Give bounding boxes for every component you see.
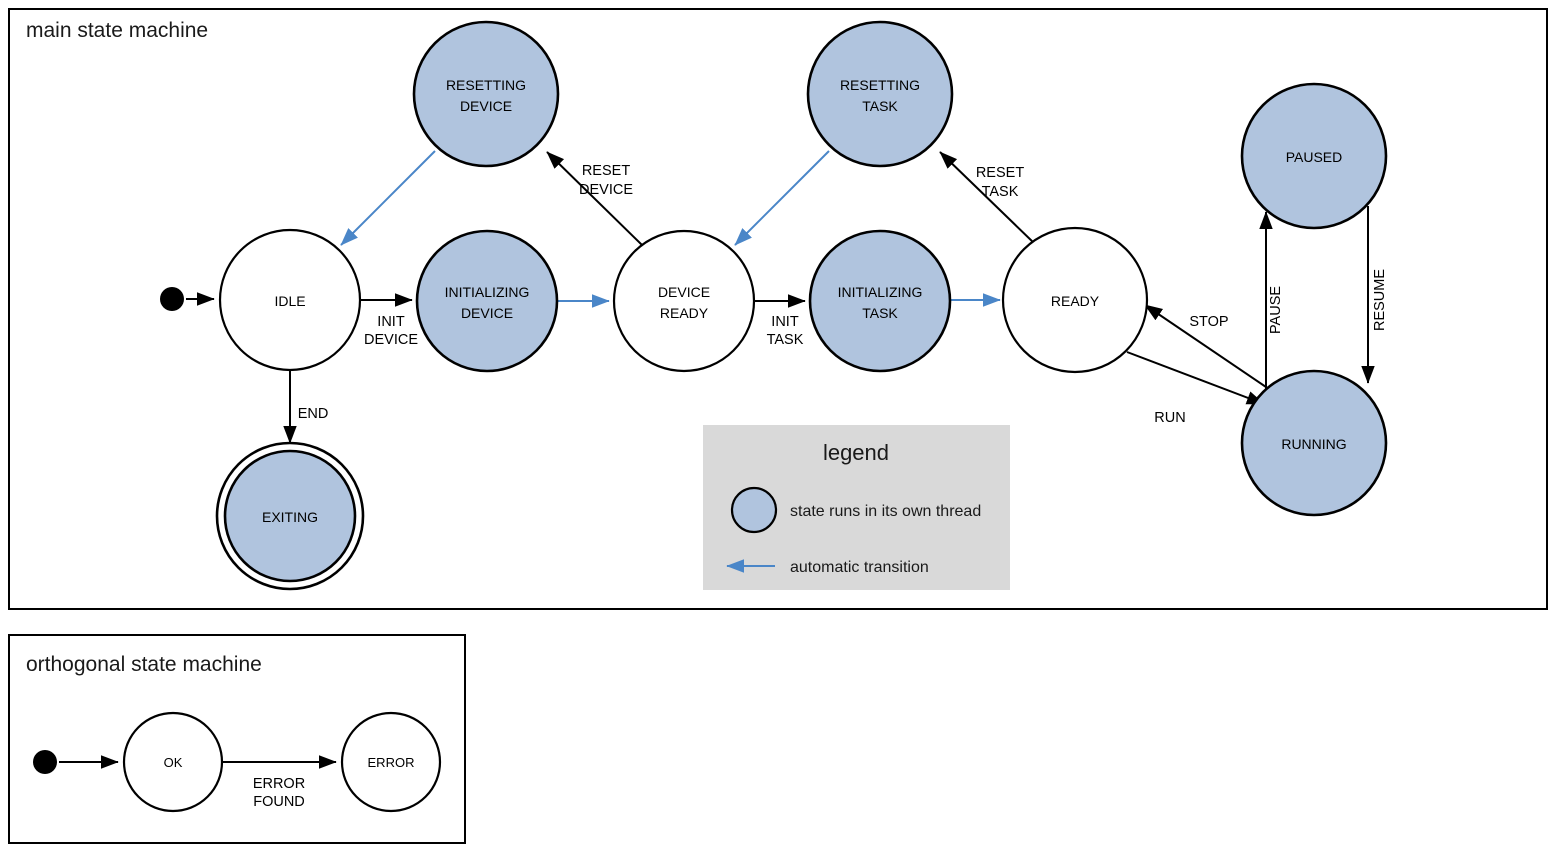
transition-device-ready-to-initializing-task: INIT TASK bbox=[754, 294, 806, 348]
state-paused-shape[interactable] bbox=[1240, 82, 1388, 230]
orthogonal-state-machine-title: orthogonal state machine bbox=[26, 653, 262, 676]
state-initializing-task[interactable]: INITIALIZING TASK bbox=[808, 229, 952, 373]
state-error[interactable]: ERROR bbox=[340, 711, 442, 813]
state-resetting-device-label-2: DEVICE bbox=[460, 98, 512, 114]
state-device-ready-label-1: DEVICE bbox=[658, 284, 710, 300]
legend-title: legend bbox=[823, 440, 889, 465]
state-resetting-device[interactable]: RESETTING DEVICE bbox=[412, 20, 560, 168]
main-state-machine-title: main state machine bbox=[26, 19, 208, 42]
transition-label-reset-device-1: RESET bbox=[582, 163, 630, 179]
transition-idle-to-exiting: END bbox=[283, 371, 329, 444]
state-exiting[interactable]: EXITING bbox=[215, 441, 365, 591]
state-ready-label: READY bbox=[1051, 293, 1100, 309]
transition-label-pause: PAUSE bbox=[1268, 286, 1284, 334]
state-initializing-device-label-2: DEVICE bbox=[461, 305, 513, 321]
transition-label-resume: RESUME bbox=[1372, 269, 1388, 331]
transition-label-reset-device-2: DEVICE bbox=[579, 182, 633, 198]
state-ok-label: OK bbox=[164, 755, 183, 770]
state-resetting-task-label-1: RESETTING bbox=[840, 77, 920, 93]
state-running-shape[interactable] bbox=[1240, 369, 1388, 517]
transition-label-run: RUN bbox=[1154, 410, 1185, 426]
legend-automatic-transition-text: automatic transition bbox=[790, 559, 929, 576]
initial-state-marker-main bbox=[160, 287, 184, 311]
state-initializing-device-label-1: INITIALIZING bbox=[445, 284, 530, 300]
transition-label-error-found-1: ERROR bbox=[253, 776, 305, 792]
transition-label-error-found-2: FOUND bbox=[253, 794, 305, 810]
legend: legend state runs in its own thread auto… bbox=[703, 425, 1010, 590]
state-exiting-label: EXITING bbox=[262, 509, 318, 525]
state-device-ready-shape[interactable] bbox=[612, 229, 756, 373]
state-idle[interactable]: IDLE bbox=[218, 228, 362, 372]
state-idle-shape[interactable] bbox=[218, 228, 362, 372]
transition-ok-to-error: ERROR FOUND bbox=[222, 755, 337, 810]
state-resetting-task-shape[interactable] bbox=[806, 20, 954, 168]
transition-label-end: END bbox=[298, 406, 329, 422]
state-ok[interactable]: OK bbox=[122, 711, 224, 813]
state-ready[interactable]: READY bbox=[1001, 226, 1149, 374]
state-initializing-task-label-2: TASK bbox=[862, 305, 898, 321]
state-initializing-device[interactable]: INITIALIZING DEVICE bbox=[415, 229, 559, 373]
transition-resetting-task-to-device-ready bbox=[734, 150, 830, 246]
transition-label-reset-task-2: TASK bbox=[982, 184, 1019, 200]
state-resetting-task[interactable]: RESETTING TASK bbox=[806, 20, 954, 168]
legend-thread-state-swatch-icon bbox=[730, 486, 778, 534]
state-resetting-task-label-2: TASK bbox=[862, 98, 898, 114]
state-paused[interactable]: PAUSED bbox=[1240, 82, 1388, 230]
state-running-label: RUNNING bbox=[1281, 436, 1346, 452]
state-initializing-device-shape[interactable] bbox=[415, 229, 559, 373]
transition-paused-to-running: RESUME bbox=[1361, 206, 1388, 384]
transition-ready-to-running: RUN bbox=[1126, 351, 1265, 426]
transition-label-reset-task-1: RESET bbox=[976, 165, 1024, 181]
state-initializing-task-label-1: INITIALIZING bbox=[838, 284, 923, 300]
state-initializing-task-shape[interactable] bbox=[808, 229, 952, 373]
initial-state-marker-orthogonal bbox=[33, 750, 57, 774]
legend-thread-state-text: state runs in its own thread bbox=[790, 503, 981, 520]
transition-label-init-device-2: DEVICE bbox=[364, 332, 418, 348]
state-running[interactable]: RUNNING bbox=[1240, 369, 1388, 517]
state-resetting-device-label-1: RESETTING bbox=[446, 77, 526, 93]
transition-idle-to-initializing-device: INIT DEVICE bbox=[360, 293, 418, 348]
state-ready-shape[interactable] bbox=[1001, 226, 1149, 374]
transition-label-stop: STOP bbox=[1189, 314, 1228, 330]
state-device-ready-label-2: READY bbox=[660, 305, 709, 321]
transition-label-init-task-2: TASK bbox=[767, 332, 804, 348]
main-state-machine-frame bbox=[8, 8, 1548, 610]
state-idle-label: IDLE bbox=[274, 293, 305, 309]
state-error-shape[interactable] bbox=[340, 711, 442, 813]
transition-resetting-device-to-idle bbox=[340, 150, 436, 246]
state-resetting-device-shape[interactable] bbox=[412, 20, 560, 168]
state-error-label: ERROR bbox=[368, 755, 415, 770]
transition-running-to-ready: STOP bbox=[1144, 304, 1267, 388]
transition-label-init-device-1: INIT bbox=[377, 314, 405, 330]
orthogonal-state-machine-frame bbox=[8, 634, 466, 844]
state-device-ready[interactable]: DEVICE READY bbox=[612, 229, 756, 373]
transition-label-init-task-1: INIT bbox=[771, 314, 799, 330]
state-exiting-shape[interactable] bbox=[223, 449, 357, 583]
state-ok-shape[interactable] bbox=[122, 711, 224, 813]
state-paused-label: PAUSED bbox=[1286, 149, 1343, 165]
transition-running-to-paused: PAUSE bbox=[1259, 211, 1284, 400]
state-exiting-outer-ring bbox=[215, 441, 365, 591]
transition-ready-to-resetting-task: RESET TASK bbox=[939, 151, 1036, 245]
transition-device-ready-to-resetting-device: RESET DEVICE bbox=[546, 151, 643, 246]
